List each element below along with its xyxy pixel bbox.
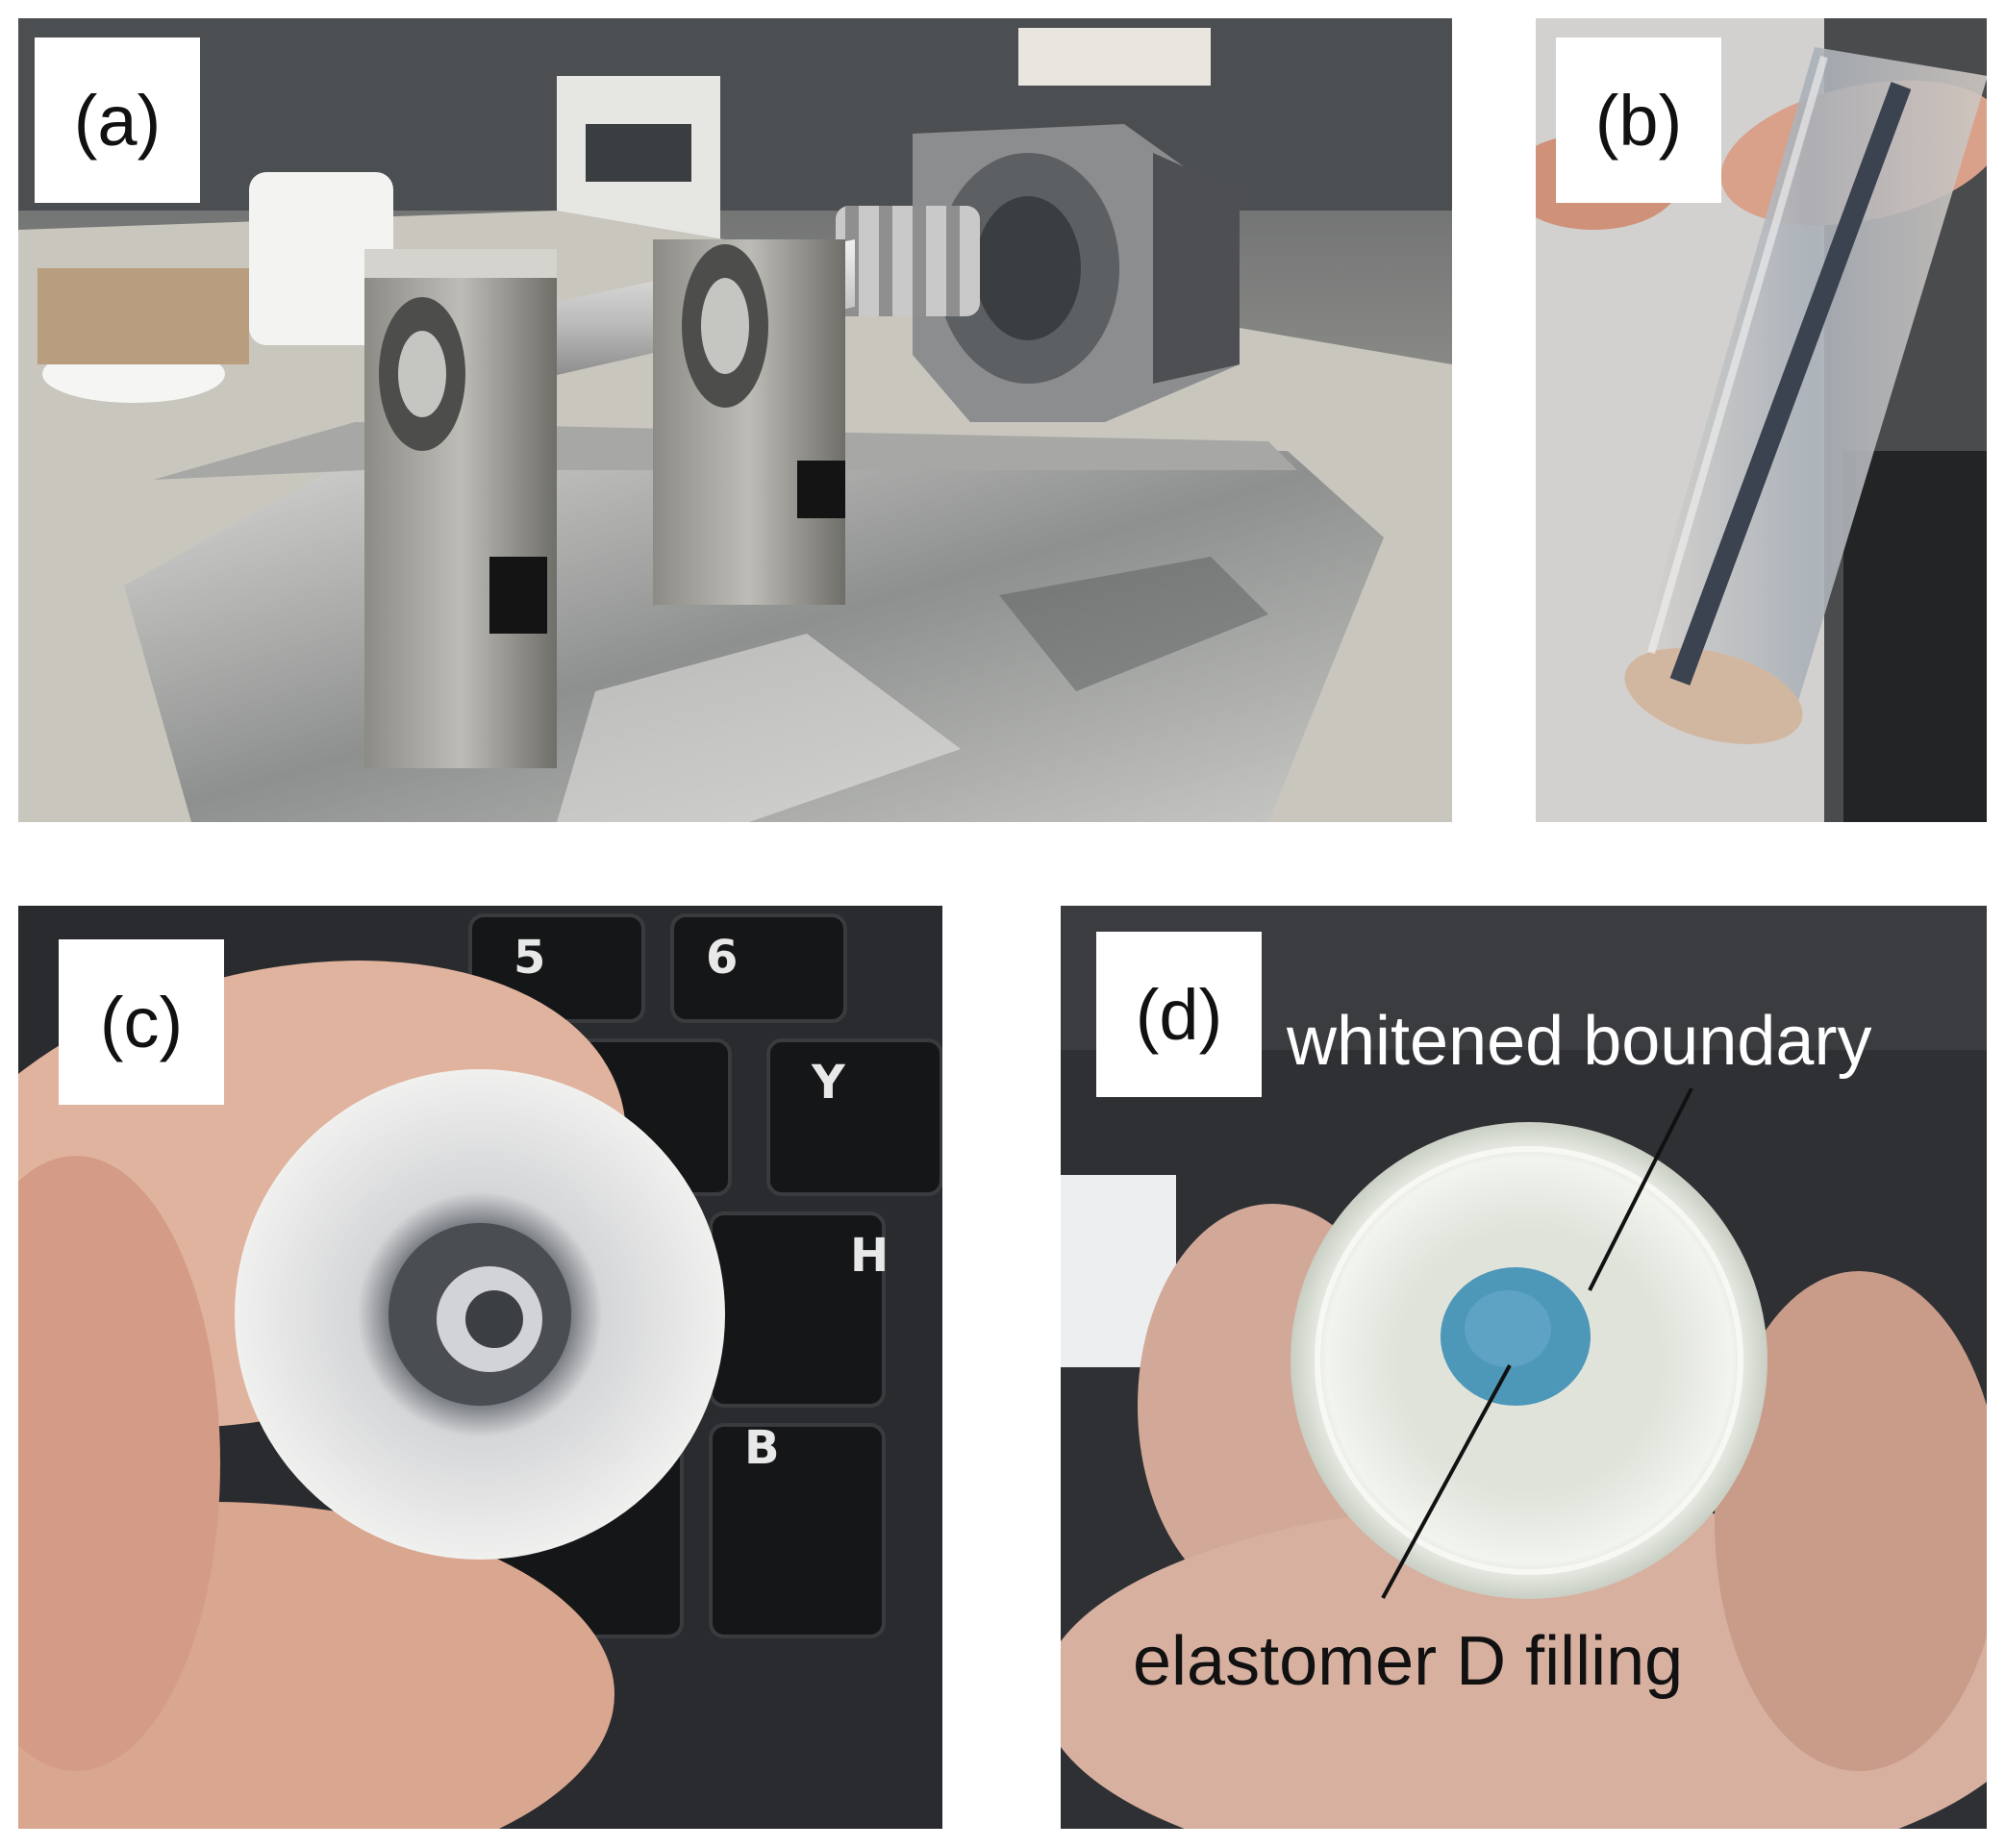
svg-text:6: 6 [706,931,738,985]
panel-label-d: (d) [1096,932,1262,1097]
panel-b-tube-photo: (b) [1536,18,1987,822]
panel-label-a: (a) [35,37,200,203]
whitened-boundary-annotation: whitened boundary [1287,1003,1872,1080]
elastomer-filling-annotation: elastomer D filling [1133,1623,1684,1700]
panel-d-filling-photo: (d) whitened boundary elastomer D fillin… [1061,906,1987,1829]
apparatus-photo [18,18,1452,822]
panel-label-c: (c) [59,939,224,1105]
svg-text:5: 5 [514,931,545,985]
svg-text:B: B [744,1421,780,1475]
filling-photo [1061,906,1987,1829]
panel-a-apparatus-photo: (a) [18,18,1452,822]
svg-text:Y: Y [811,1056,846,1110]
tube-end-photo: 5 6 Y H B [18,906,942,1829]
svg-text:H: H [850,1229,889,1283]
panel-c-tube-end-photo: 5 6 Y H B (c) [18,906,942,1829]
panel-label-b: (b) [1556,37,1721,203]
